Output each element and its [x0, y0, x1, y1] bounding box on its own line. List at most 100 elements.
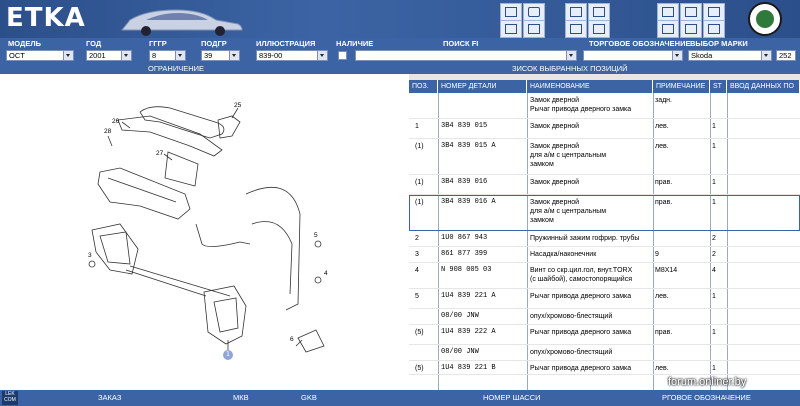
col-header-pos[interactable]: ПОЗ.	[409, 80, 438, 93]
trade-designation-button[interactable]: РГОВОЕ ОБОЗНАЧЕНИЕ	[662, 393, 751, 402]
chevron-down-icon[interactable]	[761, 51, 771, 60]
chevron-down-icon[interactable]	[672, 51, 682, 60]
model-select[interactable]: OCT	[6, 50, 74, 61]
diagram-callout-26[interactable]: 26	[112, 118, 120, 125]
page-next-icon[interactable]	[680, 20, 702, 38]
gkb-button[interactable]: GKB	[301, 393, 317, 402]
podgr-select[interactable]: 39	[201, 50, 240, 61]
cell-note: прав.	[655, 179, 673, 186]
window-icon[interactable]	[565, 3, 587, 21]
page-end-icon[interactable]	[703, 20, 725, 38]
filter-labels: МОДЕЛЬ ГОД ГГГР ПОДГР ИЛЛЮСТРАЦИЯ НАЛИЧИ…	[0, 38, 800, 49]
chevron-down-icon[interactable]	[317, 51, 327, 60]
diagram-callout-3[interactable]: 3	[88, 252, 92, 259]
col-divider	[710, 93, 711, 390]
etka-logo: ETKA	[6, 3, 86, 33]
diagram-callout-25[interactable]: 25	[234, 102, 242, 109]
diagram-callout-27[interactable]: 27	[156, 150, 164, 157]
cell-pos: 1	[415, 123, 419, 130]
cell-name: Рычаг привода дверного замка	[530, 293, 632, 300]
col-header-name[interactable]: НАИМЕНОВАНИЕ	[527, 80, 653, 93]
cell-st: 1	[712, 179, 716, 186]
year-select[interactable]: 2001	[86, 50, 132, 61]
search-doc-icon[interactable]	[523, 20, 545, 38]
availability-checkbox[interactable]	[338, 51, 347, 60]
back-icon[interactable]	[657, 3, 679, 21]
cell-note: лев.	[655, 365, 669, 372]
diagram-callout-1[interactable]: 1	[223, 350, 233, 360]
illustration-select[interactable]: 839-00	[256, 50, 328, 61]
car-image	[120, 9, 243, 36]
cell-pos: 2	[415, 235, 419, 242]
col-header-extra[interactable]: ВВОД ДАННЫХ ПО	[727, 80, 800, 93]
search-fi-select[interactable]	[355, 50, 577, 61]
cell-pos: 5	[415, 293, 419, 300]
print-icon[interactable]	[500, 3, 522, 21]
cell-name: Замок дверной	[530, 123, 580, 130]
chevron-down-icon[interactable]	[121, 51, 131, 60]
parts-table: ПОЗ. НОМЕР ДЕТАЛИ НАИМЕНОВАНИЕ ПРИМЕЧАНИ…	[409, 80, 800, 390]
brand-select[interactable]: Skoda	[688, 50, 772, 61]
close-icon[interactable]	[657, 20, 679, 38]
watermark: forum.onliner.by	[668, 376, 747, 388]
edit-icon[interactable]	[523, 3, 545, 21]
copy-icon[interactable]	[565, 20, 587, 38]
cell-name: опух/хромово-блестящий	[530, 313, 613, 320]
ggr-select[interactable]: 8	[149, 50, 186, 61]
cell-num: 3B4 839 015	[441, 122, 488, 130]
podgr-value: 39	[204, 51, 213, 60]
col-header-st[interactable]: ST	[710, 80, 727, 93]
horizontal-scrollbar[interactable]	[409, 74, 800, 80]
cell-note: лев.	[655, 143, 669, 150]
cell-num: 08/00 JNW	[441, 348, 479, 356]
group-header-row[interactable]: Замок дверной Рычаг привода дверного зам…	[409, 93, 800, 119]
cell-num: 3B4 839 016 A	[441, 198, 496, 206]
chevron-down-icon[interactable]	[566, 51, 576, 60]
page-last-icon[interactable]	[703, 3, 725, 21]
chassis-number-button[interactable]: НОМЕР ШАССИ	[483, 393, 541, 402]
mkb-button[interactable]: МКВ	[233, 393, 249, 402]
cell-pos: (5)	[415, 365, 424, 372]
cell-st: 1	[712, 329, 716, 336]
col-divider	[438, 93, 439, 390]
chevron-down-icon[interactable]	[63, 51, 73, 60]
parts-diagram[interactable]: 26 25 27 28 1 6 5 3 4	[0, 74, 408, 390]
brand-code-field[interactable]: 252	[776, 50, 796, 61]
diagram-callout-28[interactable]: 28	[104, 128, 112, 135]
cell-num: 1U4 839 221 B	[441, 364, 496, 372]
order-button[interactable]: ЗАКАЗ	[98, 393, 122, 402]
chevron-down-icon[interactable]	[175, 51, 185, 60]
cell-num: 3B4 839 015 A	[441, 142, 496, 150]
cell-pos: 3	[415, 251, 419, 258]
trade-select[interactable]	[583, 50, 683, 61]
lekcom-logo: LEK COM	[2, 391, 18, 405]
col-header-num[interactable]: НОМЕР ДЕТАЛИ	[438, 80, 527, 93]
diagram-callout-4[interactable]: 4	[324, 270, 328, 277]
group-note: задн.	[655, 97, 672, 104]
availability-label: НАЛИЧИЕ	[336, 39, 374, 48]
cell-st: 2	[712, 251, 716, 258]
arrow-left-icon[interactable]	[588, 3, 610, 21]
chevron-down-icon[interactable]	[229, 51, 239, 60]
cart-icon[interactable]	[500, 20, 522, 38]
model-value: OCT	[9, 51, 25, 60]
col-divider	[653, 93, 654, 390]
arrow-right-icon[interactable]	[588, 20, 610, 38]
diagram-callout-6[interactable]: 6	[290, 336, 294, 343]
page-icon[interactable]	[680, 3, 702, 21]
ggr-value: 8	[152, 51, 157, 60]
diagram-callout-5[interactable]: 5	[314, 232, 318, 239]
col-header-note[interactable]: ПРИМЕЧАНИЕ	[653, 80, 710, 93]
